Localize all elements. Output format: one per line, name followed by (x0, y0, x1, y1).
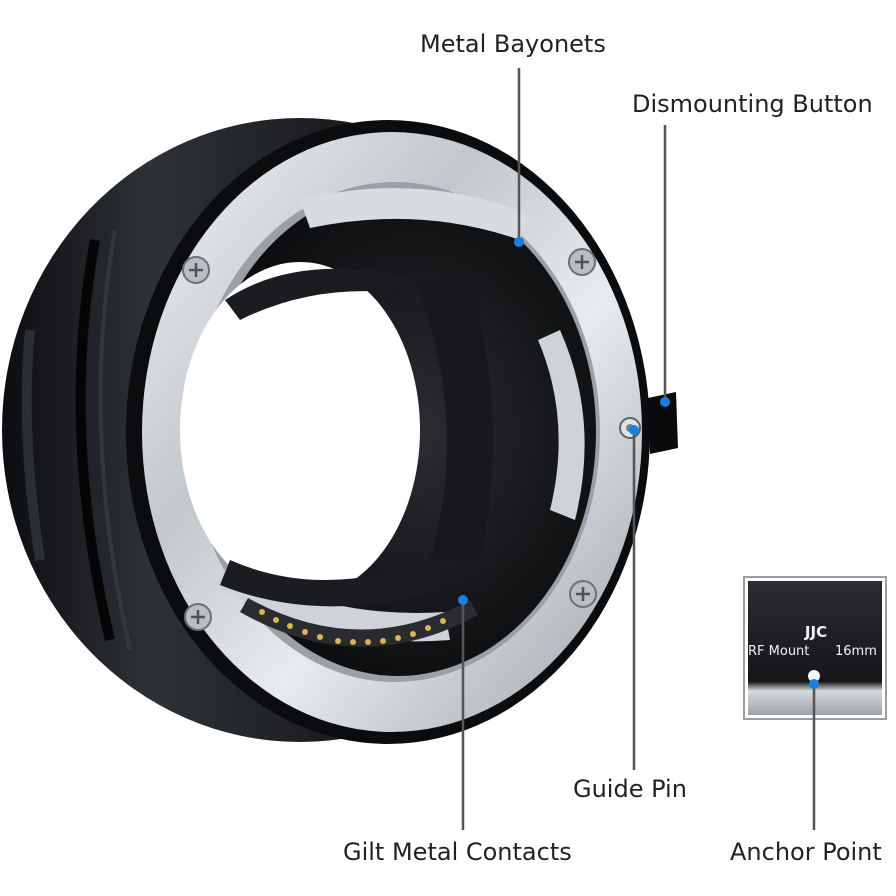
leader-lines (461, 68, 816, 830)
inset-mount-text: RF Mount (748, 644, 809, 659)
callout-dots (458, 237, 819, 689)
screw (184, 603, 212, 631)
gilt-contacts (240, 598, 478, 647)
label-guide-pin: Guide Pin (573, 775, 687, 803)
label-metal-bayonets: Metal Bayonets (420, 30, 606, 58)
inset-brand-text: JJC (804, 623, 827, 641)
lens-opening (180, 262, 493, 607)
screw (569, 580, 597, 608)
screw (182, 256, 210, 284)
anchor-point-inset (743, 576, 887, 720)
dismounting-button (648, 392, 678, 454)
label-dismounting-button: Dismounting Button (632, 90, 873, 118)
label-gilt-metal-contacts: Gilt Metal Contacts (343, 838, 572, 866)
inset-size-text: 16mm (835, 644, 877, 659)
screw (568, 248, 596, 276)
label-anchor-point: Anchor Point (730, 838, 882, 866)
